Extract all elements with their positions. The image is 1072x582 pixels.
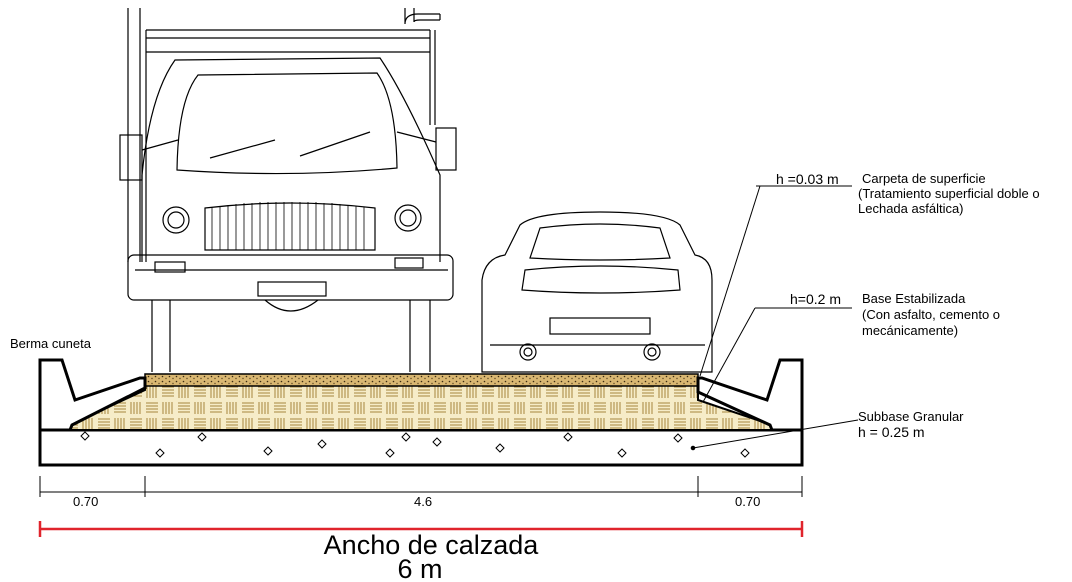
layer2-desc-2: mecánicamente) bbox=[862, 323, 958, 338]
layer3-name: Subbase Granular bbox=[858, 409, 964, 424]
dim-left: 0.70 bbox=[73, 494, 98, 509]
dimension-lines bbox=[39, 476, 803, 497]
road-cross-section bbox=[38, 358, 804, 467]
layer2-desc-1: (Con asfalto, cemento o bbox=[862, 307, 1000, 322]
berma-label: Berma cuneta bbox=[10, 336, 92, 351]
total-width-title: Ancho de calzada bbox=[324, 530, 540, 560]
layer2-height: h=0.2 m bbox=[790, 291, 841, 307]
truck-drawing bbox=[119, 8, 457, 372]
total-width-value: 6 m bbox=[397, 554, 442, 582]
layer1-name: Carpeta de superficie bbox=[862, 171, 986, 186]
layer3-height: h = 0.25 m bbox=[858, 424, 925, 440]
car-drawing bbox=[481, 211, 713, 373]
total-width-dimension bbox=[38, 521, 804, 537]
layer1-height: h =0.03 m bbox=[776, 171, 839, 187]
layer1-desc-2: Lechada asfáltica) bbox=[858, 201, 964, 216]
layer1-desc-1: (Tratamiento superficial doble o bbox=[858, 186, 1040, 201]
dim-center: 4.6 bbox=[414, 494, 432, 509]
layer2-name: Base Estabilizada bbox=[862, 291, 966, 306]
leader-lines bbox=[690, 185, 859, 451]
dim-right: 0.70 bbox=[735, 494, 760, 509]
surface-layer bbox=[144, 373, 699, 387]
